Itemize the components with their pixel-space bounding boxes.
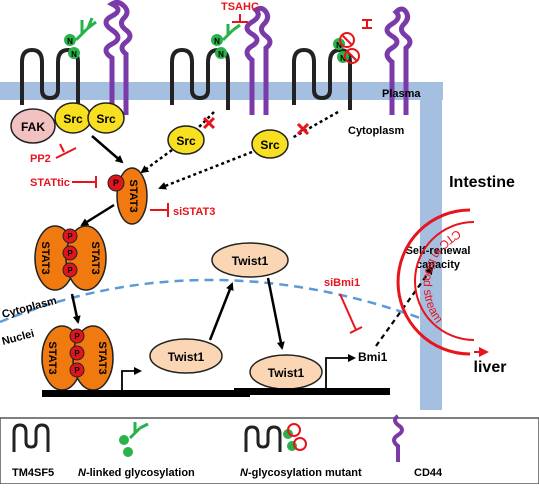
- tsahc-inhibition-symbol: [232, 14, 248, 23]
- blocked-src-arrow: [158, 150, 253, 190]
- svg-text:P: P: [67, 249, 73, 258]
- svg-text:STAT3: STAT3: [39, 241, 51, 274]
- glycosylation-icon: N N: [64, 17, 97, 59]
- blocked-src-arrow: [140, 148, 173, 174]
- sibmi1-label: siBmi1: [324, 277, 360, 289]
- svg-text:N: N: [336, 41, 342, 50]
- glycosylation-icon: N N: [211, 23, 241, 59]
- circulation-arc-inner: [414, 221, 475, 341]
- svg-text:P: P: [74, 349, 80, 358]
- cd44-receptor: [103, 0, 133, 115]
- pp2-inhibition-symbol: [55, 143, 77, 159]
- svg-text:STAT3: STAT3: [127, 179, 139, 212]
- cd44-receptor: [384, 6, 413, 115]
- phospho-group: [107, 174, 125, 192]
- receptor-complex-tsahc: N N TSAHC Src: [167, 1, 273, 155]
- stattic-inhibition-symbol: [72, 176, 97, 188]
- stattic-label: STATtic: [30, 177, 70, 189]
- tm4sf5-receptor: [170, 47, 230, 110]
- cytoplasm-top-label: Cytoplasm: [348, 125, 404, 137]
- svg-text:N: N: [218, 50, 224, 59]
- twist1-lower-label: Twist1: [268, 366, 305, 380]
- inhibition-symbol: [362, 19, 372, 29]
- cytoplasm-left-label: Cytoplasm: [1, 295, 59, 321]
- bmi1-label: Bmi1: [358, 350, 388, 364]
- nuclei-label: Nuclei: [1, 328, 36, 348]
- receptor-complex-mutant: N N Src: [251, 6, 413, 159]
- sibmi1-inhibition-symbol: [339, 293, 363, 334]
- plasma-label: Plasma: [382, 88, 421, 100]
- src-protein-4: [251, 129, 289, 159]
- svg-text:P: P: [67, 232, 73, 241]
- legend-n-mutant-label: N-glycosylation mutant: [240, 467, 362, 479]
- bmi1-to-self-renewal-arrow: [375, 266, 434, 347]
- cd44-receptor: [244, 5, 273, 115]
- svg-text:STAT3: STAT3: [46, 341, 58, 374]
- promoter-arrow-1: [121, 367, 142, 390]
- tsahc-label: TSAHC: [221, 1, 259, 13]
- self-renewal-label-line2: capacity: [416, 259, 461, 271]
- svg-text:N: N: [340, 54, 346, 63]
- nuclear-envelope: [0, 278, 421, 324]
- stat3-dimer-nucleus: STAT3 STAT3 P P P: [41, 325, 114, 391]
- svg-text:P: P: [74, 332, 80, 341]
- receptor-complex-wildtype: N N FAK Src Src: [10, 0, 133, 144]
- blocked-marker: [296, 122, 310, 136]
- nuclear-translocation-arrow: [70, 293, 81, 324]
- circulation-arc: [396, 208, 471, 356]
- src-label-2: Src: [96, 112, 116, 126]
- dimerization-arrow: [80, 203, 115, 227]
- blocked-marker: [202, 116, 216, 130]
- svg-text:P: P: [74, 366, 80, 375]
- legend: TM4SF5 N-linked glycosylation N-glycosyl…: [0, 414, 539, 485]
- tm4sf5-receptor: [292, 47, 352, 110]
- legend-n-linked-label: N-linked glycosylation: [78, 467, 195, 479]
- legend-glycosylation-icon: [119, 422, 149, 457]
- legend-mutant-icon: [244, 423, 307, 452]
- legend-tm4sf5-label: TM4SF5: [12, 467, 54, 479]
- src-label-4: Src: [260, 138, 280, 152]
- dna-strand-2: [234, 388, 390, 395]
- src-protein-3: [167, 125, 205, 155]
- pp2-label: PP2: [30, 153, 51, 165]
- twist1-promoter-label: Twist1: [168, 350, 205, 364]
- legend-tm4sf5-icon: [12, 423, 50, 452]
- tm4sf5-receptor: [20, 47, 80, 110]
- svg-text:P: P: [113, 178, 119, 188]
- fak-label: FAK: [21, 120, 45, 134]
- svg-text:N: N: [214, 37, 220, 46]
- sistat3-label: siSTAT3: [173, 206, 215, 218]
- src-label-1: Src: [63, 112, 83, 126]
- src-protein-2: [87, 102, 125, 134]
- svg-text:P: P: [67, 266, 73, 275]
- dna-strand-1: [42, 390, 250, 397]
- legend-cd44-label: CD44: [414, 467, 443, 479]
- liver-label: liver: [474, 359, 507, 376]
- twist1-gene-product: [149, 338, 223, 374]
- stat3-monomer: STAT3 P: [107, 167, 148, 225]
- svg-text:N: N: [71, 50, 77, 59]
- fak-protein: [10, 108, 56, 144]
- mutant-glycosylation-icon: N N: [333, 32, 360, 64]
- svg-text:N: N: [67, 37, 73, 46]
- svg-text:STAT3: STAT3: [96, 341, 108, 374]
- sistat3-inhibition-symbol: [150, 203, 169, 217]
- legend-cd44-icon: [392, 414, 404, 462]
- src-to-stat3-arrow: [91, 135, 124, 164]
- svg-text:STAT3: STAT3: [89, 241, 101, 274]
- stat3-dimer-cytoplasm: STAT3 STAT3 P P P: [34, 225, 107, 291]
- promoter-arrow-2: [325, 354, 356, 388]
- twist1-protein: [211, 242, 289, 278]
- twist1-expression-arrow: [208, 282, 234, 341]
- intestine-label: Intestine: [449, 174, 515, 191]
- twist1-mid-label: Twist1: [232, 254, 269, 268]
- twist1-binding-arrow: [266, 277, 285, 350]
- src-label-3: Src: [176, 134, 196, 148]
